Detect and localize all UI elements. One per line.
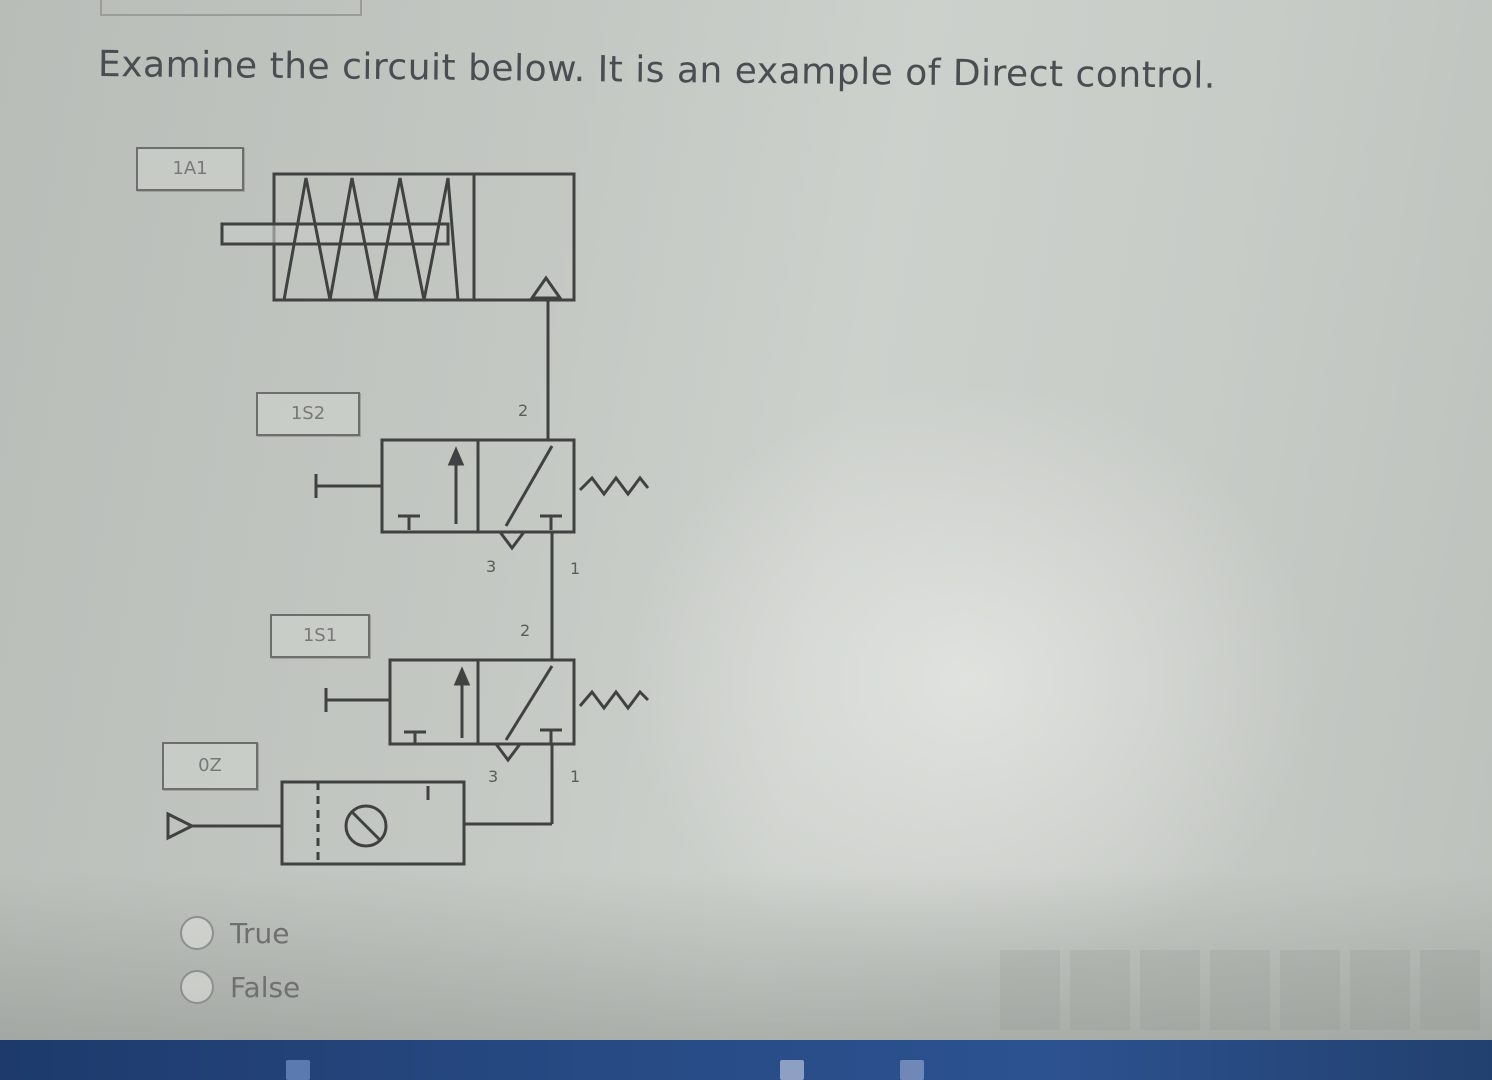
option-false-label: False	[230, 970, 301, 1004]
supply-label: 0Z	[162, 742, 258, 790]
cylinder-label: 1A1	[136, 147, 244, 191]
port-label: 3	[488, 767, 498, 786]
valve-bottom-label: 1S1	[270, 614, 370, 658]
answer-options: True False	[180, 910, 300, 1018]
option-false[interactable]: False	[180, 964, 300, 1010]
single-acting-cylinder-icon	[220, 172, 576, 302]
spring-icon-top	[578, 475, 650, 497]
spring-icon-bottom	[578, 689, 650, 711]
port-label: 1	[570, 559, 580, 578]
top-tab-edge	[100, 0, 362, 16]
taskbar-app-icon[interactable]	[286, 1060, 310, 1080]
taskbar-app-icon[interactable]	[780, 1060, 804, 1080]
3-2-valve-icon-top	[314, 438, 576, 551]
option-true[interactable]: True	[180, 910, 300, 956]
option-true-label: True	[230, 916, 290, 950]
port-label: 1	[570, 767, 580, 786]
port-label: 2	[518, 401, 528, 420]
3-2-valve-icon-bottom	[324, 658, 576, 763]
radio-false[interactable]	[180, 970, 214, 1004]
port-label: 3	[486, 557, 496, 576]
air-supply-icon	[166, 811, 196, 841]
valve-top-label: 1S2	[256, 392, 360, 436]
taskbar-app-icon[interactable]	[900, 1060, 924, 1080]
port-label: 2	[520, 621, 530, 640]
radio-true[interactable]	[180, 916, 214, 950]
filter-regulator-icon	[280, 780, 466, 866]
taskbar	[0, 1040, 1492, 1080]
